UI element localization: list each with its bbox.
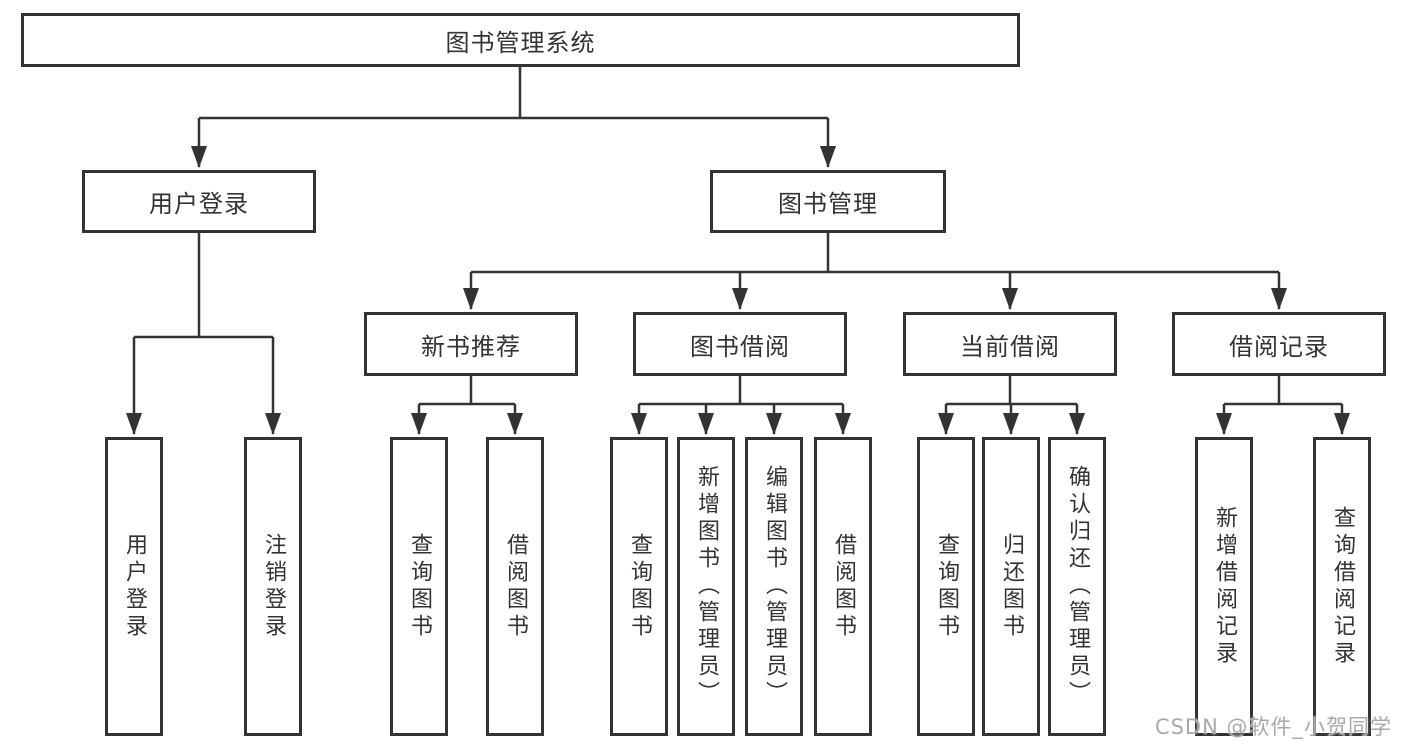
leaf-add-book-admin: 新增图书（管理员） [677, 437, 735, 736]
leaf-borrow-books-recommend: 借阅图书 [486, 437, 544, 736]
leaf-label: 归还图书 [999, 532, 1024, 641]
node-label: 图书借阅 [690, 332, 790, 361]
leaf-user-login: 用户登录 [105, 437, 163, 736]
leaf-label: 确认归还（管理员） [1065, 465, 1090, 708]
leaf-label: 新增图书（管理员） [694, 465, 719, 708]
node-label: 用户登录 [149, 190, 249, 218]
leaf-query-books-borrowing: 查询图书 [610, 437, 668, 736]
node-borrowing-records: 借阅记录 [1172, 312, 1386, 376]
leaf-query-books-recommend: 查询图书 [390, 437, 448, 736]
leaf-edit-book-admin: 编辑图书（管理员） [745, 437, 803, 736]
leaf-label: 注销登录 [261, 532, 286, 641]
node-current-borrowing: 当前借阅 [903, 312, 1117, 376]
node-label: 图书管理系统 [445, 28, 596, 57]
node-label: 新书推荐 [421, 332, 521, 361]
node-label: 当前借阅 [960, 332, 1060, 361]
node-book-borrowing: 图书借阅 [633, 312, 847, 376]
leaf-label: 编辑图书（管理员） [762, 465, 787, 708]
leaf-query-books-current: 查询图书 [917, 437, 975, 736]
node-label: 借阅记录 [1229, 332, 1329, 361]
leaf-label: 查询图书 [934, 532, 959, 641]
node-user-login: 用户登录 [82, 170, 316, 233]
leaf-label: 查询图书 [627, 532, 652, 641]
leaf-label: 新增借阅记录 [1212, 505, 1237, 668]
node-library-management-system: 图书管理系统 [21, 13, 1020, 67]
leaf-add-borrow-record: 新增借阅记录 [1195, 437, 1253, 736]
leaf-label: 用户登录 [122, 532, 147, 641]
leaf-label: 借阅图书 [831, 532, 856, 641]
node-new-book-recommend: 新书推荐 [364, 312, 578, 376]
leaf-logout: 注销登录 [244, 437, 302, 736]
leaf-label: 查询借阅记录 [1330, 505, 1355, 668]
node-book-management: 图书管理 [710, 170, 946, 233]
csdn-watermark: CSDN @软件_小贺同学 [1154, 715, 1392, 739]
leaf-return-book: 归还图书 [982, 437, 1040, 736]
leaf-confirm-return-admin: 确认归还（管理员） [1048, 437, 1106, 736]
leaf-label: 查询图书 [407, 532, 432, 641]
leaf-label: 借阅图书 [503, 532, 528, 641]
leaf-borrow-books-borrowing: 借阅图书 [814, 437, 872, 736]
leaf-query-borrow-record: 查询借阅记录 [1313, 437, 1371, 736]
node-label: 图书管理 [778, 190, 878, 218]
